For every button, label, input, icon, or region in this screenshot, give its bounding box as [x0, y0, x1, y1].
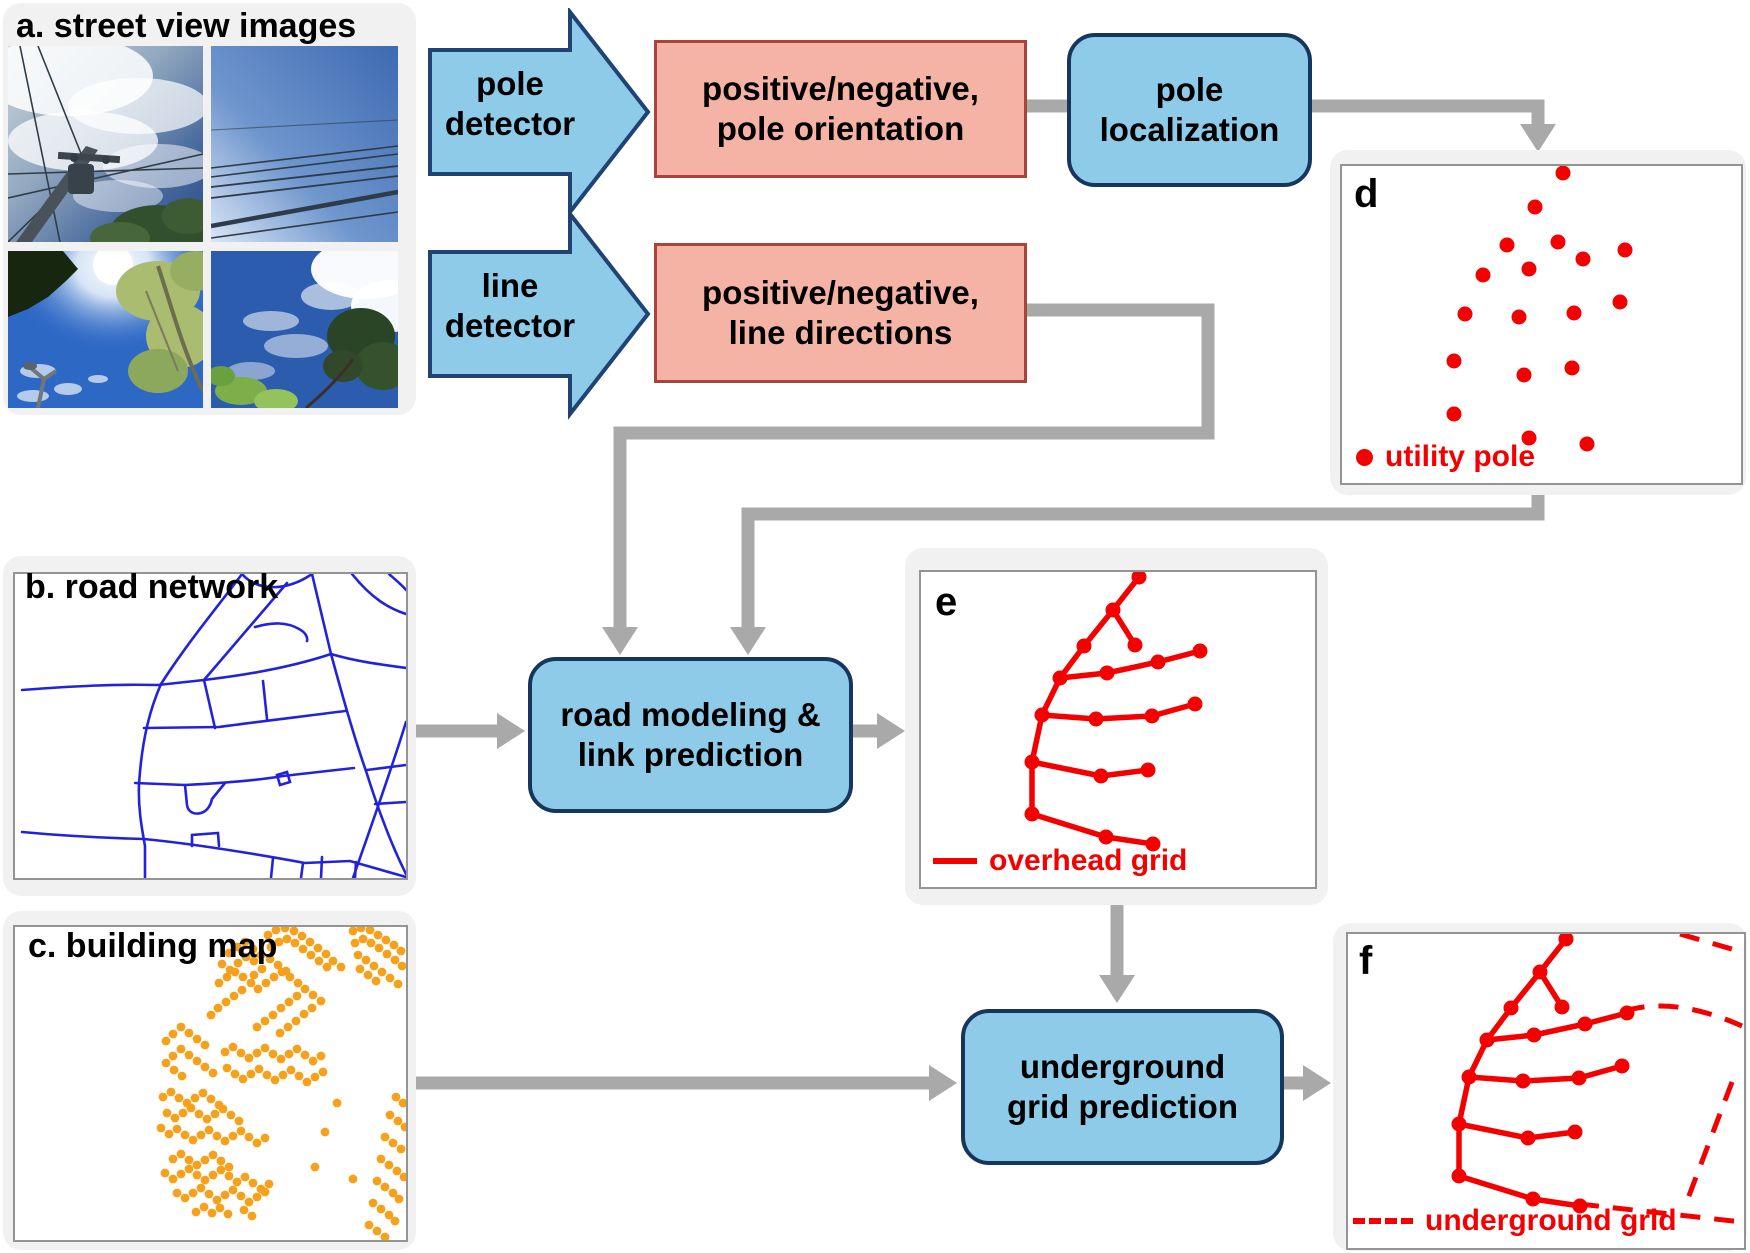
- panel-road-network: b. road network: [3, 556, 416, 896]
- overhead-grid-canvas: [919, 570, 1317, 889]
- panel-d-letter: d: [1354, 172, 1379, 216]
- road-modeling-box: road modeling & link prediction: [528, 657, 853, 813]
- utility-pole-legend: utility pole: [1356, 440, 1535, 474]
- building-dot-map: [156, 927, 406, 1240]
- underground-legend-text: underground grid: [1425, 1204, 1677, 1237]
- pole-detector-arrow: [428, 8, 651, 218]
- panel-a-title: a. street view images: [16, 7, 357, 45]
- panel-c-title: c. building map: [28, 927, 278, 965]
- pole-detector-label: pole detector: [444, 65, 576, 142]
- building-map-canvas: [13, 925, 408, 1242]
- underground-grid-canvas: [1346, 932, 1746, 1250]
- pole-localization-box: pole localization: [1067, 33, 1312, 187]
- panel-building-map: c. building map: [3, 911, 416, 1250]
- underground-legend-dash-icon: [1353, 1218, 1413, 1224]
- pole-legend-dot-icon: [1356, 448, 1373, 466]
- panel-overhead-grid: e overhead grid: [905, 548, 1328, 905]
- panel-underground-grid: f underground grid: [1333, 923, 1747, 1251]
- panel-f-letter: f: [1359, 939, 1373, 983]
- street-photo-clouds-tree: [211, 251, 398, 408]
- road-network-canvas: [13, 572, 408, 880]
- overhead-legend-line-icon: [933, 858, 977, 864]
- panel-b-title: b. road network: [25, 568, 279, 606]
- line-detector-arrow: [428, 210, 651, 420]
- overhead-legend-text: overhead grid: [989, 844, 1188, 877]
- pole-map-canvas: [1340, 164, 1743, 485]
- road-network-map: [20, 574, 406, 878]
- panel-e-letter: e: [935, 580, 958, 624]
- street-photo-power-lines: [211, 46, 398, 242]
- underground-grid-graph: [1451, 934, 1744, 1225]
- utility-pole-scatter: [1446, 166, 1633, 452]
- panel-pole-map: d utility pole: [1330, 150, 1746, 495]
- line-detector-label: line detector: [444, 267, 576, 344]
- pole-output-box: positive/negative, pole orientation: [654, 40, 1027, 178]
- street-photo-utility-pole: [8, 46, 203, 242]
- pole-legend-text: utility pole: [1385, 440, 1535, 473]
- overhead-grid-legend: overhead grid: [933, 844, 1187, 878]
- underground-grid-legend: underground grid: [1353, 1204, 1677, 1238]
- overhead-grid-graph: [1024, 572, 1208, 852]
- line-output-box: positive/negative, line directions: [654, 243, 1027, 383]
- underground-prediction-box: underground grid prediction: [961, 1009, 1284, 1165]
- street-photo-sun-trees: [8, 251, 203, 408]
